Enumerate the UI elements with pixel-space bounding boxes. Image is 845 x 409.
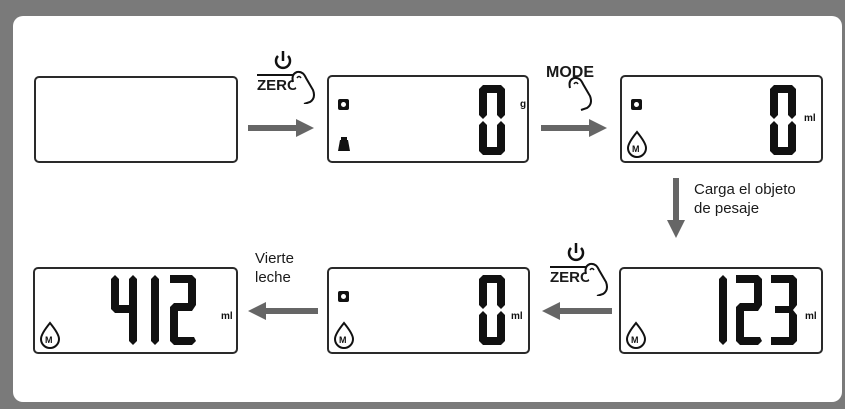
lcd-display-milk-zero: M ml xyxy=(620,75,823,163)
lcd-display-weigh-zero: g xyxy=(327,75,529,163)
digit-1 xyxy=(151,275,159,345)
arrow-down-icon xyxy=(666,178,686,243)
stability-icon xyxy=(338,291,349,302)
finger-press-icon xyxy=(584,262,608,296)
digit-2 xyxy=(736,275,762,345)
arrow-right-icon xyxy=(248,118,314,143)
digit-3 xyxy=(771,275,797,345)
unit-label: ml xyxy=(511,311,523,322)
digit-1 xyxy=(719,275,727,345)
svg-text:M: M xyxy=(631,335,639,345)
arrow-right-icon xyxy=(541,118,607,143)
milk-mode-icon: M xyxy=(39,321,61,349)
stability-icon xyxy=(631,99,642,110)
svg-text:M: M xyxy=(339,335,347,345)
svg-text:M: M xyxy=(632,144,640,154)
lcd-display-blank xyxy=(34,76,238,163)
digit-0 xyxy=(479,85,505,155)
lcd-display-object-loaded: M ml xyxy=(619,267,823,354)
unit-label: g xyxy=(520,99,526,110)
milk-mode-icon: M xyxy=(626,130,648,158)
weight-icon xyxy=(338,137,350,151)
digit-2 xyxy=(170,275,196,345)
pour-milk-caption: Vierte leche xyxy=(255,250,294,286)
mode-button[interactable]: MODE xyxy=(546,62,616,112)
digit-0 xyxy=(770,85,796,155)
digit-4 xyxy=(111,275,137,345)
digit-0 xyxy=(479,275,505,345)
milk-mode-icon: M xyxy=(333,321,355,349)
lcd-display-milk-poured: M ml xyxy=(33,267,238,354)
svg-text:M: M xyxy=(45,335,53,345)
unit-label: ml xyxy=(804,113,816,124)
lcd-display-tared: M ml xyxy=(327,267,530,354)
power-zero-button-2[interactable]: ZERO xyxy=(548,240,618,296)
arrow-left-icon xyxy=(542,301,612,326)
milk-mode-icon: M xyxy=(625,321,647,349)
zero-button-label: ZERO xyxy=(257,77,299,94)
load-object-caption: Carga el objeto de pesaje xyxy=(694,181,796,217)
power-zero-button-1[interactable]: ZERO xyxy=(255,48,325,104)
stability-icon xyxy=(338,99,349,110)
mode-button-label: MODE xyxy=(546,64,594,81)
zero-button-label: ZERO xyxy=(550,269,592,286)
unit-label: ml xyxy=(805,311,817,322)
unit-label: ml xyxy=(221,311,233,322)
finger-press-icon xyxy=(291,70,315,104)
finger-press-icon xyxy=(568,76,592,111)
arrow-left-icon xyxy=(248,301,318,326)
